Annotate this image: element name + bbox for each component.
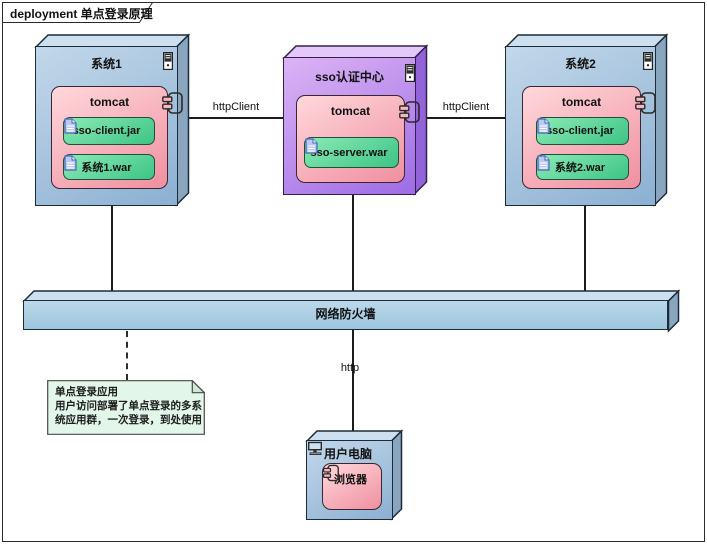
component-tomcat-title: tomcat <box>561 95 602 109</box>
diagram-title: deployment 单点登录原理 <box>10 7 153 21</box>
node-system1: 系统1 tomcat sso-client.jar 系统1.war <box>34 33 191 207</box>
connection-label-http: http <box>340 362 360 374</box>
note-shape <box>47 379 206 435</box>
connection-firewall-userpc <box>352 329 354 442</box>
firewall-title: 网络防火墙 <box>315 307 376 321</box>
component-tomcat-system1: tomcat sso-client.jar 系统1.war <box>51 86 183 189</box>
node-firewall: 网络防火墙 <box>22 289 681 333</box>
artifact-system1-war: 系统1.war <box>63 154 155 180</box>
connection-system1-firewall <box>111 200 113 302</box>
diagram-title-tab <box>2 2 154 23</box>
node-system1-3d-faces <box>34 33 191 207</box>
node-system2: 系统2 tomcat sso-client.jar 系统2.war <box>504 33 669 207</box>
artifact-sso-client-jar: sso-client.jar <box>63 117 155 145</box>
component-browser-title: 浏览器 <box>334 474 367 486</box>
connection-firewall-note-dashed <box>126 331 128 380</box>
artifact-label: sso-client.jar <box>72 125 141 137</box>
component-tomcat-ssocenter: tomcat sso-server.war <box>296 95 420 183</box>
connection-ssocenter-firewall <box>352 192 354 302</box>
artifact-system2-war: 系统2.war <box>536 154 629 180</box>
artifact-sso-client-jar: sso-client.jar <box>536 117 629 145</box>
artifact-label: sso-client.jar <box>546 125 614 137</box>
node-sso-center: sso认证中心 tomcat sso-server.war <box>282 44 429 196</box>
artifact-label: sso-server.war <box>310 146 388 159</box>
component-tomcat-title: tomcat <box>330 104 371 118</box>
user-pc-title: 用户电脑 <box>323 447 372 461</box>
node-system2-title: 系统2 <box>565 57 596 71</box>
note-line-2: 用户访问部署了单点登录的多系 <box>55 400 202 412</box>
connection-label-httpclient-right: httpClient <box>442 101 490 113</box>
component-tomcat-title: tomcat <box>89 95 130 109</box>
connection-system1-ssocenter <box>188 117 284 119</box>
node-system1-title: 系统1 <box>91 57 122 71</box>
note-line-1: 单点登录应用 <box>55 386 118 398</box>
note-line-3: 统应用群，一次登录，到处使用 <box>55 414 202 426</box>
connection-system2-firewall <box>584 200 586 302</box>
node-sso-center-title: sso认证中心 <box>315 70 384 84</box>
node-user-pc: 用户电脑 浏览器 <box>305 429 404 521</box>
artifact-label: 系统1.war <box>81 162 132 174</box>
artifact-label: 系统2.war <box>554 162 606 174</box>
artifact-sso-server-war: sso-server.war <box>304 137 399 168</box>
connection-ssocenter-system2 <box>426 117 506 119</box>
note-sso-description: 单点登录应用 用户访问部署了单点登录的多系 统应用群，一次登录，到处使用 <box>47 379 206 435</box>
connection-label-httpclient-left: httpClient <box>212 101 260 113</box>
component-browser: 浏览器 <box>322 463 382 510</box>
component-tomcat-system2: tomcat sso-client.jar 系统2.war <box>522 86 656 189</box>
